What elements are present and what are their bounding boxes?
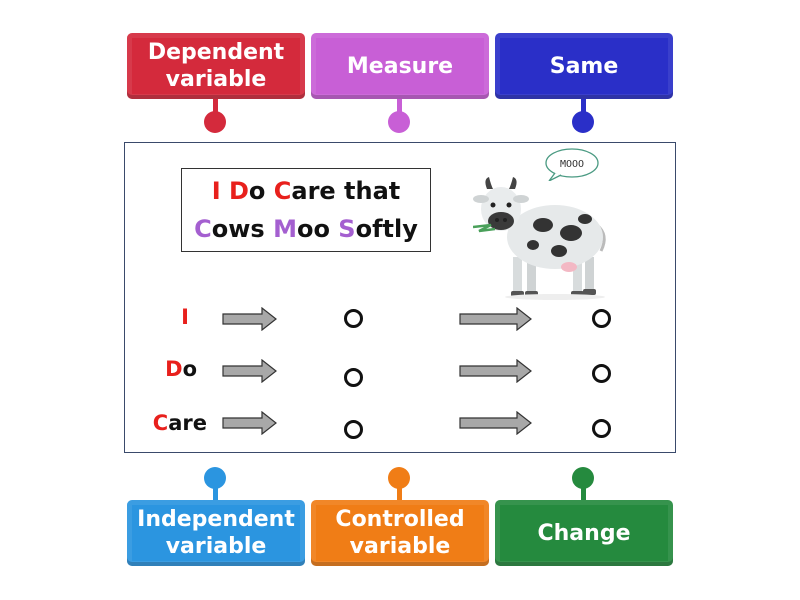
tile-pin bbox=[204, 111, 226, 133]
mnemonic-box: I Do Care that Cows Moo Softly bbox=[181, 168, 431, 252]
tile-stem bbox=[397, 485, 402, 501]
tile-stem bbox=[213, 485, 218, 501]
tile-stem bbox=[397, 99, 402, 115]
drop-target[interactable] bbox=[344, 420, 363, 439]
tile-label: Same bbox=[549, 53, 619, 79]
drop-target[interactable] bbox=[592, 309, 611, 328]
speech-bubble-text: MOOO bbox=[560, 159, 584, 170]
row-label-care: Care bbox=[152, 411, 207, 435]
diagram-panel: I Do Care that Cows Moo Softly MOOO bbox=[124, 142, 676, 453]
drop-target[interactable] bbox=[344, 309, 363, 328]
tile-measure[interactable]: Measure bbox=[311, 33, 489, 99]
tile-pin bbox=[572, 111, 594, 133]
row-label-do: Do bbox=[165, 357, 197, 381]
tile-stem bbox=[581, 99, 586, 115]
tile-change[interactable]: Change bbox=[495, 500, 673, 566]
arrow-right-icon bbox=[222, 307, 277, 331]
mnemonic-line-2: Cows Moo Softly bbox=[194, 215, 418, 243]
drop-target[interactable] bbox=[344, 368, 363, 387]
drop-target[interactable] bbox=[592, 364, 611, 383]
speech-bubble: MOOO bbox=[545, 148, 599, 181]
tile-stem bbox=[581, 485, 586, 501]
arrow-right-icon bbox=[459, 359, 532, 383]
tile-label: Change bbox=[537, 520, 631, 546]
tile-pin bbox=[572, 467, 594, 489]
tile-pin bbox=[388, 111, 410, 133]
tile-stem bbox=[213, 99, 218, 115]
tile-label: Measure bbox=[346, 53, 454, 79]
cow-illustration bbox=[473, 177, 606, 300]
mnemonic-line-1: I Do Care that bbox=[211, 177, 401, 205]
arrow-right-icon bbox=[459, 307, 532, 331]
drop-target[interactable] bbox=[592, 419, 611, 438]
tile-pin bbox=[204, 467, 226, 489]
tile-pin bbox=[388, 467, 410, 489]
tile-same[interactable]: Same bbox=[495, 33, 673, 99]
arrow-right-icon bbox=[222, 411, 277, 435]
arrow-right-icon bbox=[222, 359, 277, 383]
row-label-i: I bbox=[181, 305, 189, 329]
arrow-right-icon bbox=[459, 411, 532, 435]
